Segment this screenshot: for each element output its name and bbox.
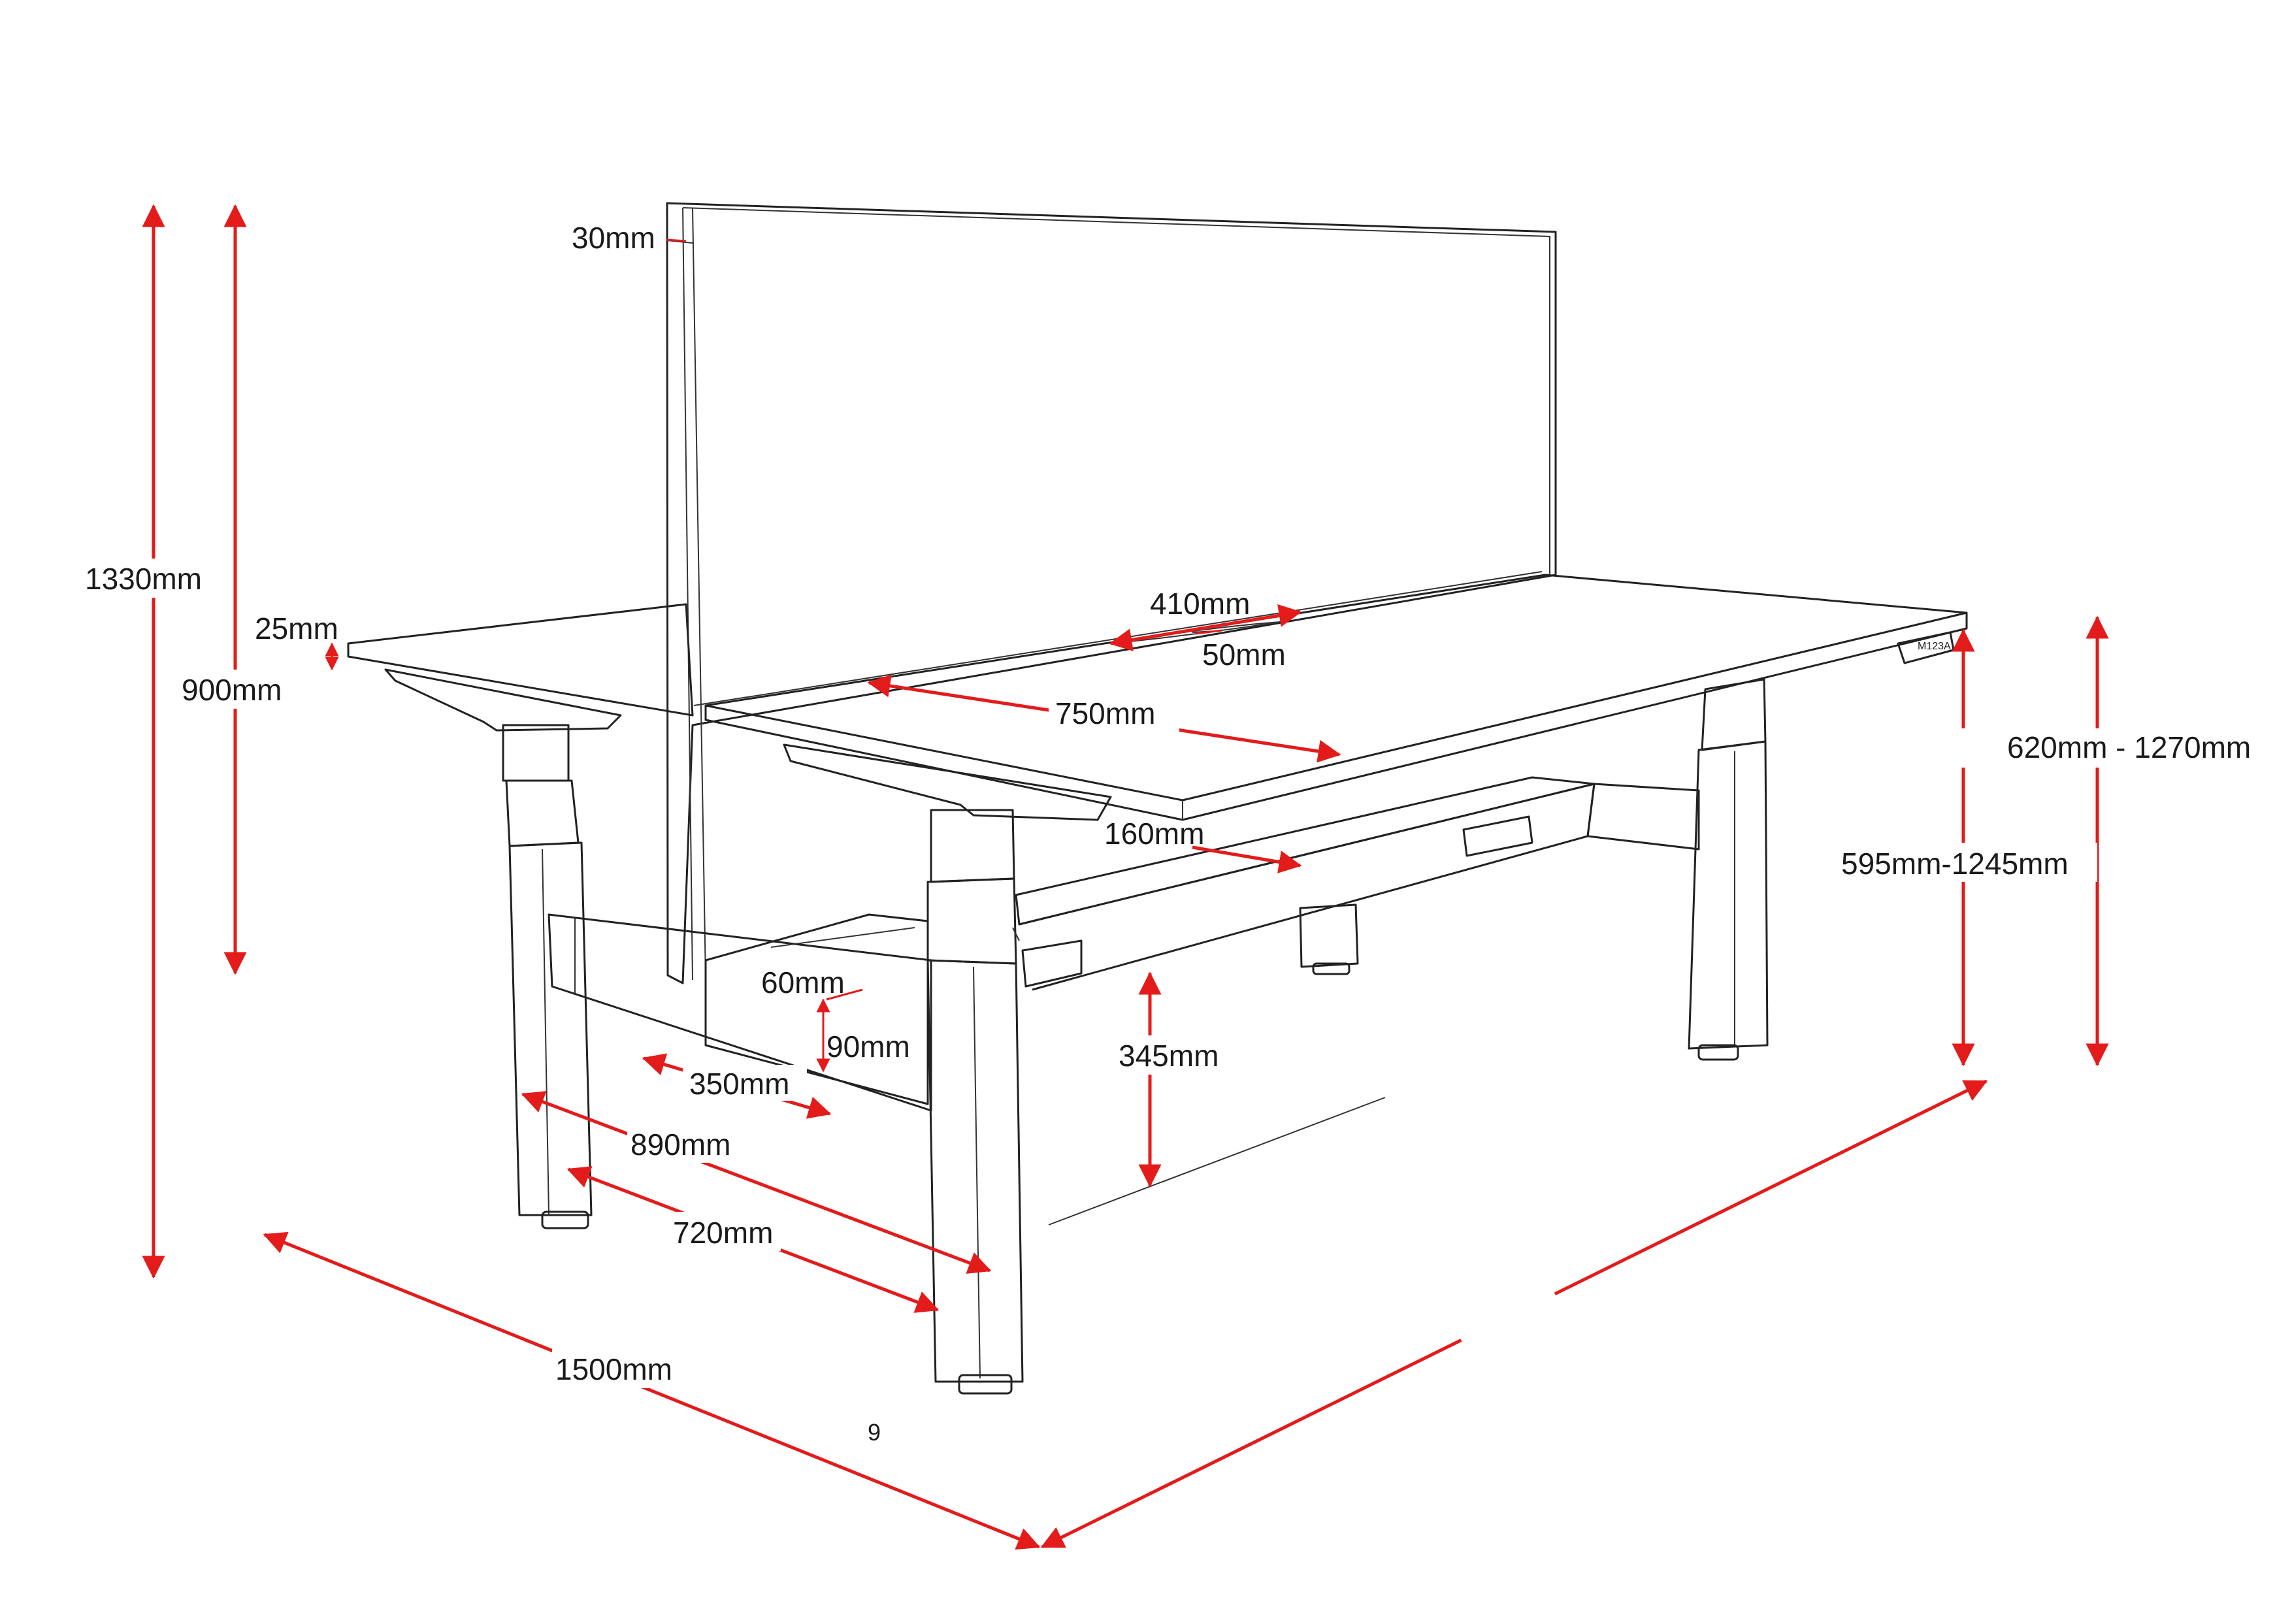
label-cutout-length: 410mm <box>1150 587 1250 621</box>
leg-middle-rear <box>1299 903 1359 975</box>
controller-label: M123A <box>1918 641 1951 652</box>
label-desk-width: 1500mm <box>555 1352 672 1386</box>
arrow-cutout-width <box>1195 629 1222 635</box>
arrow-desk-width <box>263 1231 1041 1550</box>
label-under-clearance: 345mm <box>1119 1039 1219 1073</box>
label-backdrops <box>78 559 2254 1388</box>
label-tray-height: 90mm <box>827 1030 910 1064</box>
arrow-tray-depth <box>826 988 863 1001</box>
height-controller: M123A <box>1897 631 1955 664</box>
arrow-cutout-length <box>1109 604 1302 651</box>
desk-drawing: M123A <box>347 202 1968 1395</box>
floor-lines <box>1048 1097 1386 1226</box>
arrow-screen-thickness <box>666 238 687 242</box>
label-cutout-width: 50mm <box>1202 638 1286 672</box>
top-brackets <box>384 668 1112 821</box>
label-tray-length: 350mm <box>689 1067 789 1101</box>
label-top-thickness: 25mm <box>255 611 338 645</box>
label-tray-depth: 60mm <box>761 966 845 999</box>
label-screen-thickness: 30mm <box>572 221 655 255</box>
label-range-top: 620mm - 1270mm <box>2007 730 2251 764</box>
dimension-arrows <box>142 204 2109 1550</box>
stray-mark: 9 <box>868 1419 881 1446</box>
label-beam-height: 160mm <box>1104 817 1204 851</box>
dimension-labels: 1330mm 900mm 25mm 30mm 410mm 50mm 750mm … <box>85 221 2251 1446</box>
leg-right-rear <box>1688 678 1769 1061</box>
label-total-height: 1330mm <box>85 562 202 596</box>
label-range-frame: 595mm-1245mm <box>1841 847 2069 881</box>
label-foot-length: 890mm <box>630 1128 730 1161</box>
cable-tray <box>704 913 929 1105</box>
label-desk-depth: 750mm <box>1055 696 1155 730</box>
arrow-beam-height <box>1192 845 1302 873</box>
leg-left-front <box>502 724 593 1229</box>
leg-center-front <box>926 809 1024 1395</box>
label-leg-spacing: 720mm <box>673 1216 773 1250</box>
label-desk-height: 900mm <box>182 673 282 707</box>
